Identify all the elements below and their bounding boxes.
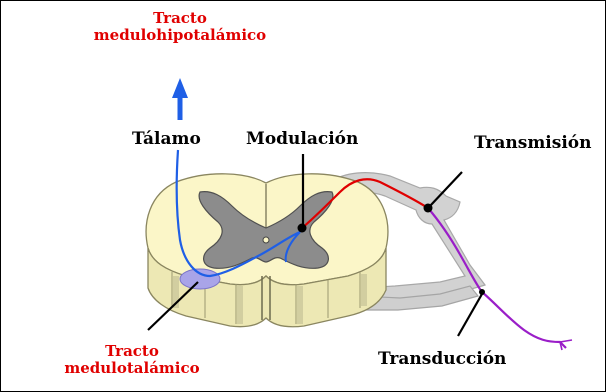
- spinothalamic-tract-region: [180, 269, 220, 289]
- transmission-label: Transmisión: [474, 134, 592, 154]
- central-canal: [263, 237, 269, 243]
- ascending-arrow-icon: [172, 78, 188, 98]
- modulation-label: Modulación: [246, 130, 358, 150]
- thalamus-label: Tálamo: [132, 130, 201, 150]
- lower-tract-label-line1: Tracto: [58, 343, 206, 360]
- lower-tract-label: Tracto medulotalámico: [58, 343, 206, 378]
- lower-tract-label-line2: medulotalámico: [58, 360, 206, 377]
- upper-tract-label-line1: Tracto: [92, 10, 268, 27]
- modulation-synapse-dot: [298, 224, 307, 233]
- upper-tract-label: Tracto medulohipotalámico: [92, 10, 268, 45]
- transduction-label: Transducción: [378, 350, 506, 370]
- upper-tract-label-line2: medulohipotalámico: [92, 27, 268, 44]
